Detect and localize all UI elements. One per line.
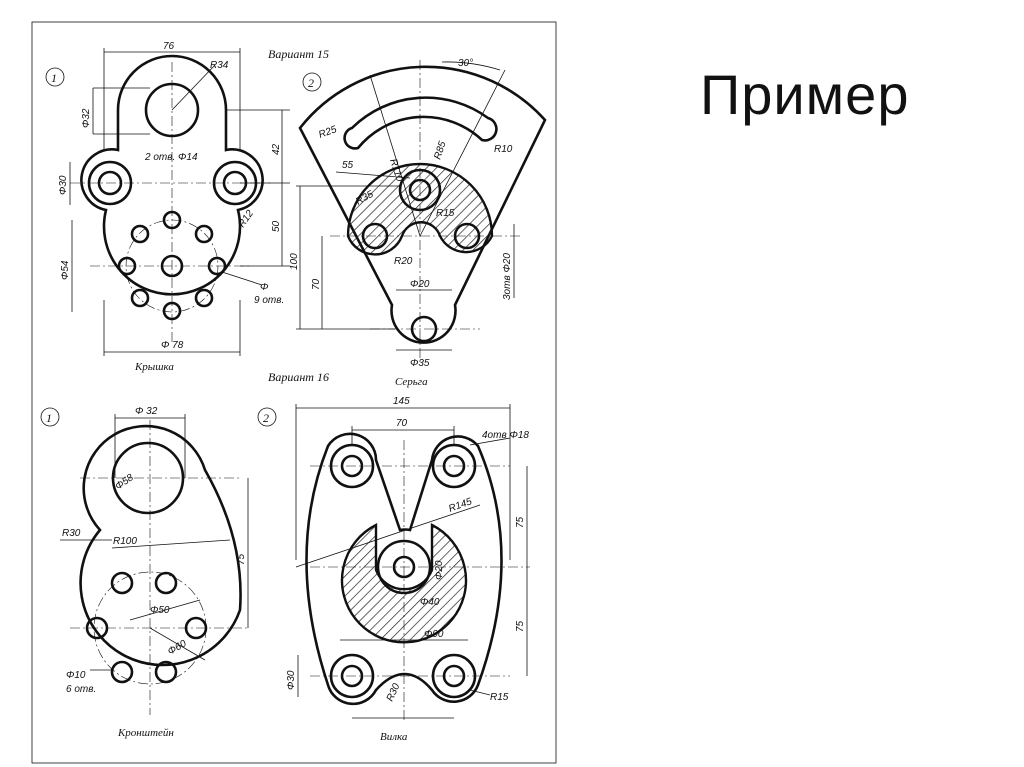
svg-text:Φ: Φ: [260, 282, 268, 293]
svg-text:30°: 30°: [458, 58, 473, 69]
svg-text:R34: R34: [210, 60, 229, 71]
svg-text:70: 70: [396, 418, 408, 429]
part-kryshka: 76 R34 Φ32 42 2 отв. Φ14 Φ30 50 R12 Φ54 …: [58, 41, 290, 373]
part-vilka: 145 70 4отв Φ18 R145 75 Φ20 Φ40 75 Φ90 Φ…: [286, 396, 530, 743]
svg-text:55: 55: [342, 160, 354, 171]
svg-text:Φ90: Φ90: [424, 629, 444, 640]
sheet-frame: [31, 21, 557, 764]
svg-text:3отв Φ20: 3отв Φ20: [502, 253, 513, 300]
svg-text:Φ 78: Φ 78: [161, 340, 184, 351]
part-serga-name: Серьга: [395, 376, 428, 388]
slide-title: Пример: [700, 63, 910, 126]
svg-text:2: 2: [263, 411, 269, 425]
variant-15-label: Вариант 15: [268, 47, 329, 61]
svg-text:R10: R10: [494, 144, 513, 155]
svg-text:75: 75: [515, 620, 526, 632]
svg-text:2 отв. Φ14: 2 отв. Φ14: [144, 152, 198, 163]
svg-text:Φ30: Φ30: [58, 175, 69, 195]
variant-16-label: Вариант 16: [268, 370, 329, 384]
svg-text:9 отв.: 9 отв.: [254, 295, 284, 306]
svg-text:R85: R85: [432, 140, 448, 161]
number-badge-2: 2: [302, 72, 322, 92]
svg-text:Φ20: Φ20: [434, 560, 445, 580]
svg-text:1: 1: [51, 71, 57, 85]
svg-text:76: 76: [163, 41, 175, 52]
svg-text:4отв Φ18: 4отв Φ18: [482, 430, 529, 441]
svg-text:75: 75: [515, 516, 526, 528]
number-badge-4: 2: [257, 407, 277, 427]
svg-text:R30: R30: [385, 682, 403, 704]
part-vilka-name: Вилка: [380, 731, 408, 743]
svg-text:R100: R100: [113, 536, 137, 547]
svg-text:Φ20: Φ20: [410, 279, 430, 290]
svg-text:75: 75: [236, 553, 247, 565]
svg-text:42: 42: [271, 143, 282, 155]
svg-text:100: 100: [289, 253, 300, 270]
svg-text:R30: R30: [62, 528, 81, 539]
svg-text:6 отв.: 6 отв.: [66, 684, 96, 695]
svg-text:Φ54: Φ54: [60, 260, 71, 280]
svg-text:50: 50: [271, 220, 282, 232]
part-kronshtein-name: Кронштейн: [117, 727, 174, 739]
number-badge-1: 1: [45, 67, 65, 87]
part-kryshka-name: Крышка: [134, 361, 174, 373]
svg-text:R15: R15: [436, 208, 455, 219]
svg-text:Φ35: Φ35: [410, 358, 430, 369]
svg-text:Φ 32: Φ 32: [135, 406, 158, 417]
svg-text:2: 2: [308, 76, 314, 90]
part-kronshtein: Φ 32 Φ58 R30 R100 75 Φ50 Φ60 Φ10 6 отв. …: [60, 406, 250, 739]
number-badge-3: 1: [40, 407, 60, 427]
svg-text:Φ10: Φ10: [66, 670, 86, 681]
svg-text:Φ40: Φ40: [420, 597, 440, 608]
part-serga: 30° R25 R110 R85 R10 55 R35 R15 R20 Φ20 …: [289, 58, 547, 388]
svg-text:Φ32: Φ32: [81, 108, 92, 128]
svg-text:R25: R25: [317, 124, 338, 141]
svg-text:Φ30: Φ30: [286, 670, 297, 690]
svg-text:1: 1: [46, 411, 52, 425]
svg-text:70: 70: [311, 278, 322, 290]
svg-text:Φ50: Φ50: [150, 605, 170, 616]
svg-text:R145: R145: [447, 496, 474, 515]
svg-text:Φ60: Φ60: [166, 638, 189, 657]
svg-text:R15: R15: [490, 692, 509, 703]
svg-text:R20: R20: [394, 256, 413, 267]
svg-text:Φ58: Φ58: [113, 472, 136, 492]
svg-text:145: 145: [393, 396, 410, 407]
